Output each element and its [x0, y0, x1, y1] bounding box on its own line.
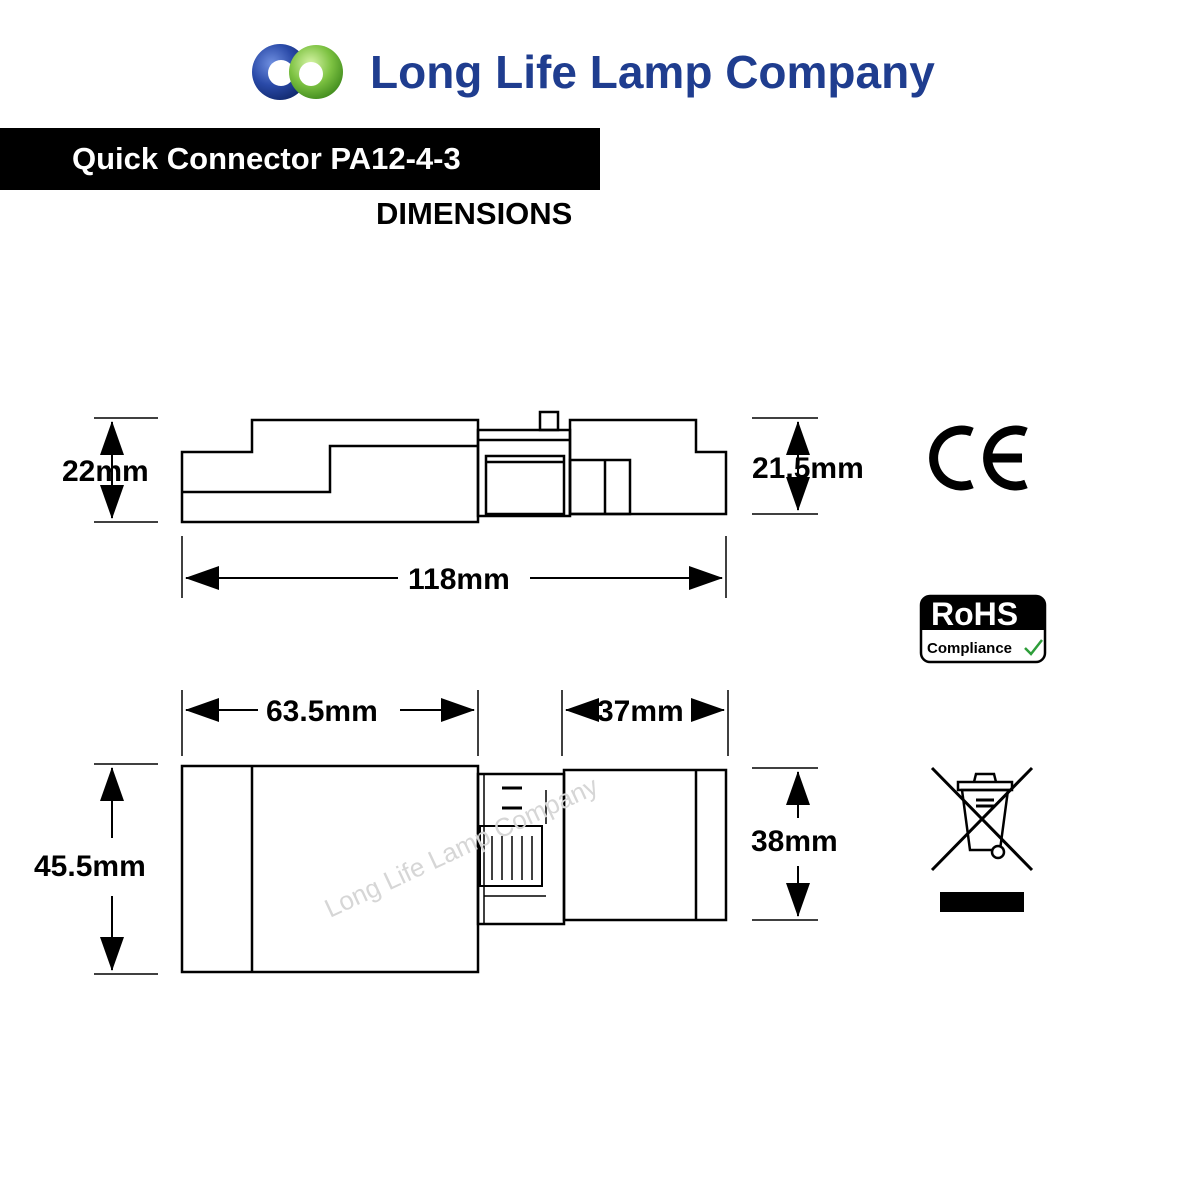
- ce-mark-icon: [929, 425, 1028, 491]
- dimension-lines-top: [94, 690, 818, 975]
- total-length-label: 118mm: [408, 563, 510, 596]
- top-height-left-label: 45.5mm: [34, 850, 146, 883]
- product-title-banner: Quick Connector PA12-4-3: [0, 128, 600, 190]
- top-view-connector: [180, 764, 728, 974]
- top-height-right-label: 38mm: [751, 825, 838, 858]
- left-length-label: 63.5mm: [266, 695, 378, 728]
- rohs-subtitle: Compliance: [927, 640, 1012, 657]
- right-length-label: 37mm: [597, 695, 684, 728]
- rohs-badge-icon: RoHS Compliance: [919, 594, 1047, 664]
- rohs-title: RoHS: [931, 596, 1018, 632]
- company-logo-icon: [252, 44, 343, 100]
- side-height-right-label: 21.5mm: [752, 452, 864, 485]
- side-height-left-label: 22mm: [62, 455, 149, 488]
- watermark-text: Long Life Lamp Company: [320, 770, 603, 923]
- crossed-out-wheelie-bin-icon: [930, 766, 1034, 912]
- product-title: Quick Connector PA12-4-3: [72, 141, 461, 176]
- section-label: DIMENSIONS: [376, 196, 573, 231]
- company-name: Long Life Lamp Company: [370, 46, 935, 98]
- side-view-connector: [180, 410, 728, 524]
- dimension-lines-side: [94, 417, 818, 598]
